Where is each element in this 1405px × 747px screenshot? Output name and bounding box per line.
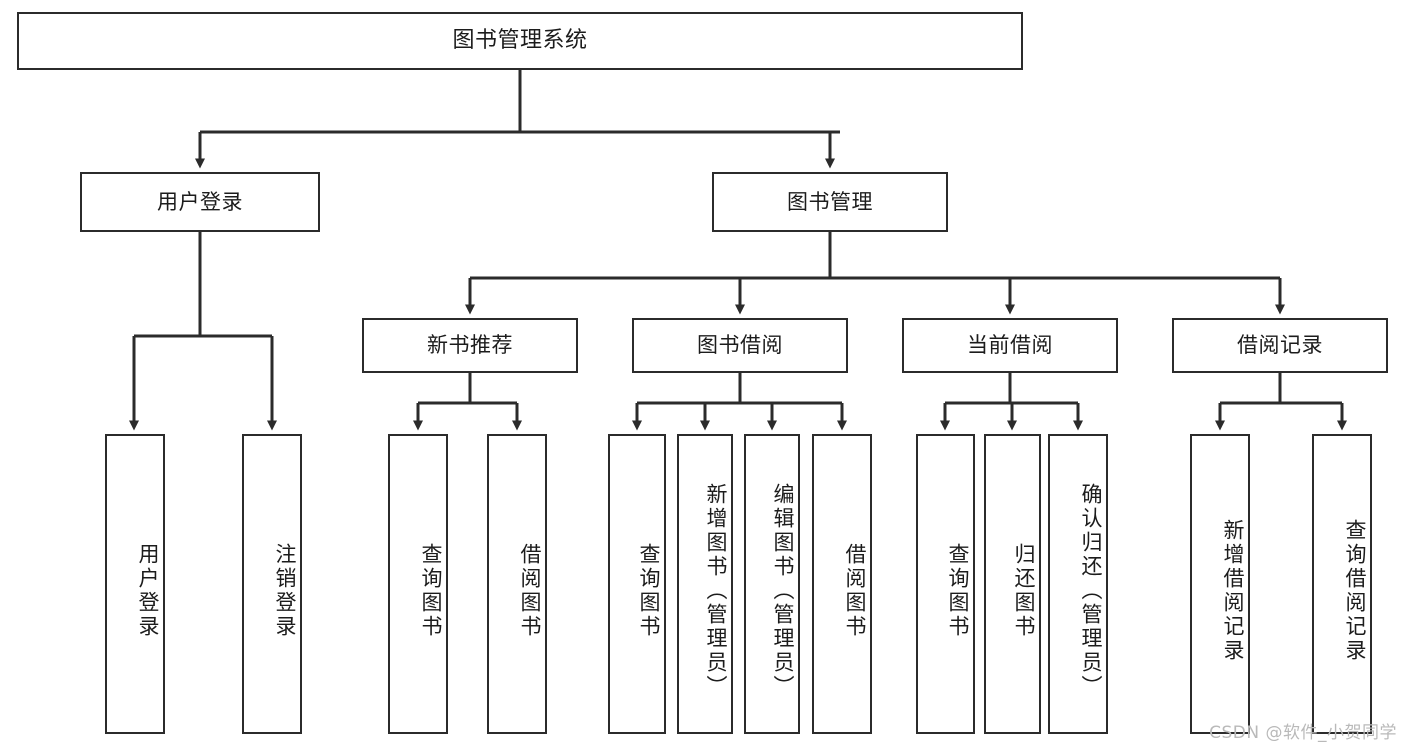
node-root-label: 图书管理系统	[452, 28, 588, 54]
leaf-query-record-label: 查询借阅记录	[1343, 519, 1367, 663]
node-new-book-rec-label: 新书推荐	[427, 333, 513, 358]
leaf-add-book-label: 新增图书（管理员）	[704, 483, 728, 699]
leaf-borrow-book-1[interactable]: 借阅图书	[487, 434, 547, 734]
node-borrow-record[interactable]: 借阅记录	[1172, 318, 1388, 373]
leaf-query-record[interactable]: 查询借阅记录	[1312, 434, 1372, 734]
leaf-user-login-label: 用户登录	[136, 543, 160, 639]
leaf-query-book-1-label: 查询图书	[419, 543, 443, 639]
leaf-confirm-return[interactable]: 确认归还（管理员）	[1048, 434, 1108, 734]
node-book-borrow-label: 图书借阅	[697, 333, 783, 358]
leaf-confirm-return-label: 确认归还（管理员）	[1079, 483, 1103, 699]
leaf-query-book-3-label: 查询图书	[946, 543, 970, 639]
node-user-login-label: 用户登录	[157, 189, 243, 214]
node-current-borrow-label: 当前借阅	[967, 333, 1053, 358]
leaf-user-logout-label: 注销登录	[273, 543, 297, 639]
node-new-book-rec[interactable]: 新书推荐	[362, 318, 578, 373]
leaf-query-book-3[interactable]: 查询图书	[916, 434, 975, 734]
leaf-return-book-label: 归还图书	[1012, 543, 1036, 639]
leaf-query-book-2-label: 查询图书	[637, 543, 661, 639]
node-current-borrow[interactable]: 当前借阅	[902, 318, 1118, 373]
leaf-edit-book-label: 编辑图书（管理员）	[771, 483, 795, 699]
leaf-add-book[interactable]: 新增图书（管理员）	[677, 434, 733, 734]
node-book-manage-label: 图书管理	[787, 189, 873, 214]
leaf-borrow-book-1-label: 借阅图书	[518, 543, 542, 639]
node-borrow-record-label: 借阅记录	[1237, 333, 1323, 358]
leaf-borrow-book-2-label: 借阅图书	[843, 543, 867, 639]
leaf-add-record-label: 新增借阅记录	[1221, 519, 1245, 663]
node-user-login[interactable]: 用户登录	[80, 172, 320, 232]
leaf-query-book-1[interactable]: 查询图书	[388, 434, 448, 734]
leaf-add-record[interactable]: 新增借阅记录	[1190, 434, 1250, 734]
node-book-borrow[interactable]: 图书借阅	[632, 318, 848, 373]
node-root[interactable]: 图书管理系统	[17, 12, 1023, 70]
leaf-return-book[interactable]: 归还图书	[984, 434, 1041, 734]
leaf-borrow-book-2[interactable]: 借阅图书	[812, 434, 872, 734]
leaf-user-logout[interactable]: 注销登录	[242, 434, 302, 734]
leaf-user-login[interactable]: 用户登录	[105, 434, 165, 734]
node-book-manage[interactable]: 图书管理	[712, 172, 948, 232]
watermark: CSDN @软件_小贺同学	[1209, 723, 1397, 743]
leaf-edit-book[interactable]: 编辑图书（管理员）	[744, 434, 800, 734]
leaf-query-book-2[interactable]: 查询图书	[608, 434, 666, 734]
